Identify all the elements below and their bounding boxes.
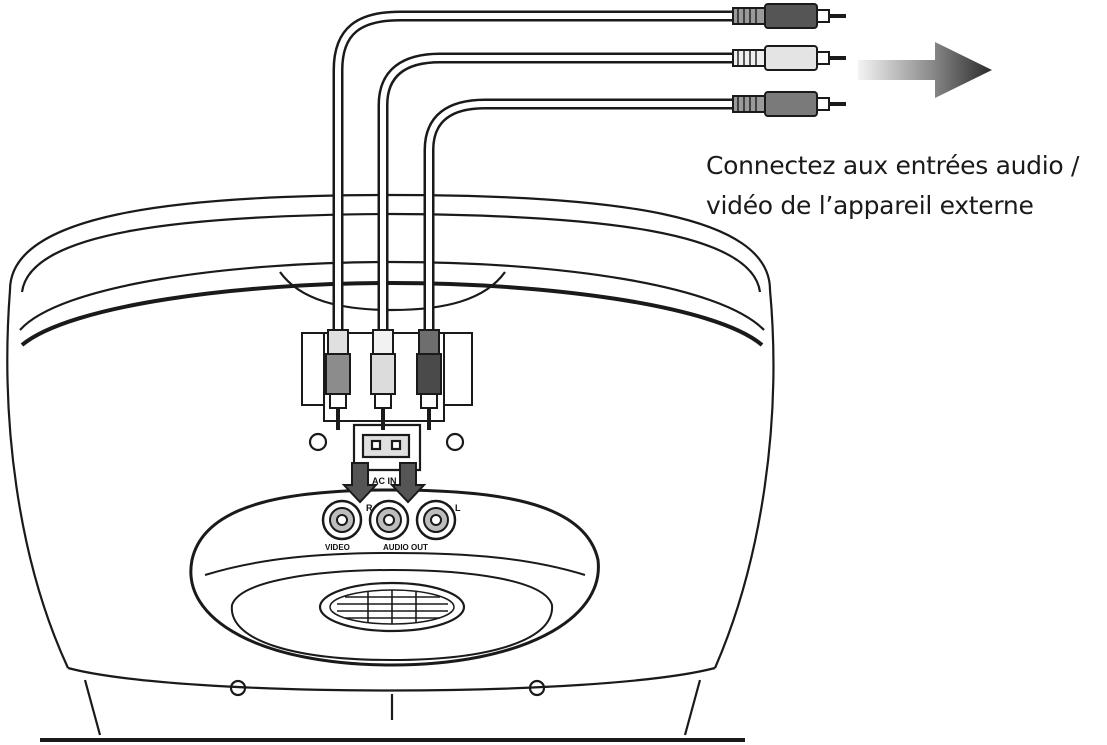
speaker-rim-line [20, 212, 762, 293]
speaker-top-rim [8, 193, 772, 291]
speaker-band-top [19, 260, 765, 331]
vent-grille [318, 581, 466, 633]
rca-jack-icon [430, 514, 442, 526]
caption-line-2: vidéo de l’appareil externe [706, 191, 1034, 220]
plug-audio-red-inserted [416, 329, 442, 430]
speaker-base [83, 679, 702, 736]
speaker-band-bottom [20, 280, 764, 347]
label-audio-out: AUDIO OUT [383, 543, 428, 552]
plug-audio-red-end [732, 91, 846, 117]
label-video: VIDEO [325, 543, 350, 552]
jack-video[interactable] [321, 499, 363, 541]
speaker-right-side [713, 289, 775, 669]
rear-panel-lower-oval [230, 568, 554, 662]
label-left: L [455, 503, 461, 513]
screw-hole [229, 679, 247, 697]
plug-audio-white-inserted [370, 329, 396, 430]
screw-hole [308, 432, 328, 452]
speaker-body [6, 193, 775, 736]
rear-panel [189, 488, 600, 667]
ac-in-socket [352, 423, 422, 472]
rear-panel-inner-curve [204, 551, 586, 576]
caption-line-1: Connectez aux entrées audio / [706, 151, 1080, 180]
jack-audio-right[interactable] [368, 499, 410, 541]
plug-audio-white-end [732, 45, 846, 71]
rca-plug-icon [764, 45, 818, 71]
speaker-bottom-band [67, 666, 716, 692]
jack-audio-left[interactable] [415, 499, 457, 541]
plug-video-end [732, 3, 846, 29]
insert-arrows [341, 462, 427, 504]
vent-slots [337, 590, 448, 624]
speaker-left-side [6, 289, 69, 669]
label-right: R [366, 503, 373, 513]
cables [332, 10, 741, 351]
rear-panel-outer [189, 488, 600, 667]
arrow-right-icon [858, 42, 992, 98]
rca-plug-icon [764, 91, 818, 117]
plug-video-inserted [325, 329, 351, 430]
label-ac-in: AC IN [372, 476, 397, 486]
rca-jack-icon [383, 514, 395, 526]
connection-instruction: Connectez aux entrées audio / vidéo de l… [706, 146, 1101, 226]
speaker-recess [279, 271, 506, 312]
screw-hole [528, 679, 546, 697]
rca-plug-icon [764, 3, 818, 29]
screw-hole [445, 432, 465, 452]
rca-jack-icon [336, 514, 348, 526]
